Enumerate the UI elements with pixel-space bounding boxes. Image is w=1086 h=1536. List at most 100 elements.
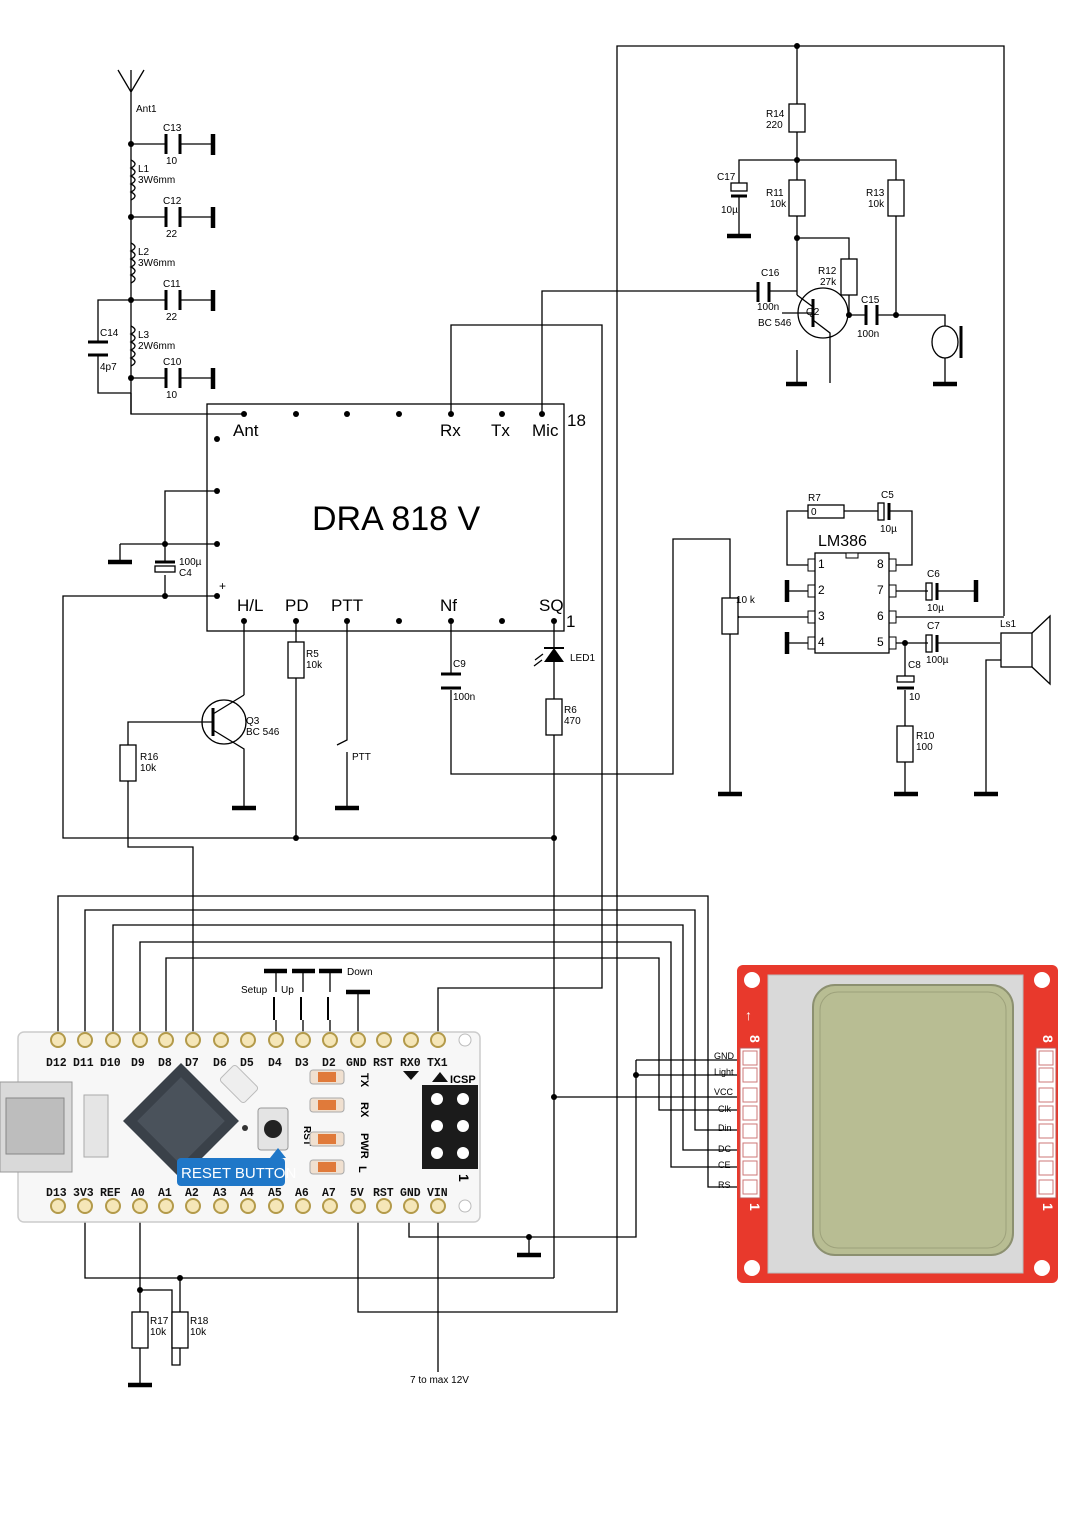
c14-value: 4p7 — [100, 362, 117, 373]
l1-value: 3W6mm — [138, 175, 175, 186]
lcd-glass — [812, 984, 1014, 1256]
nano-pin-d3: D3 — [295, 1057, 309, 1070]
lcd-pin-clk: Clk — [718, 1104, 731, 1114]
lcd-right-pads — [1038, 1050, 1054, 1195]
button-up-label: Up — [281, 985, 294, 996]
r13-ref: R13 — [866, 188, 885, 199]
ptt-label: PTT — [352, 752, 371, 763]
l2-value: 3W6mm — [138, 258, 175, 269]
q3-ref: Q3 — [246, 716, 260, 727]
nano-pin-d7: D7 — [185, 1057, 199, 1070]
pin-mic: Mic — [532, 421, 559, 440]
pin-hl: H/L — [237, 596, 263, 615]
c7-value: 100µ — [926, 655, 949, 666]
dra818v-module: DRA 818 V Ant Rx Tx Mic 18 + H/L PD PTT … — [206, 403, 586, 632]
r10-ref: R10 — [916, 731, 935, 742]
l3-ref: L3 — [138, 330, 150, 341]
lm386-pin-7: 7 — [877, 583, 884, 597]
rst-silk: RST — [301, 1126, 312, 1146]
lcd-pin-din: Din — [718, 1123, 732, 1133]
button-down-label: Down — [347, 967, 373, 978]
r16-ref: R16 — [140, 752, 159, 763]
ls1-ref: Ls1 — [1000, 619, 1017, 630]
nano-pin-rx0: RX0 — [400, 1057, 421, 1070]
nano-mcu-chip — [123, 1063, 239, 1179]
nano-pin-a1: A1 — [158, 1187, 172, 1200]
lcd-num-1-left: 1 — [747, 1203, 763, 1211]
lcd-pin-light: Light — [714, 1067, 734, 1077]
pin-18: 18 — [567, 411, 586, 430]
mic-preamp: R14 220 C17 10µ R11 10k R13 10k R12 27k … — [541, 43, 1005, 616]
antenna-filter: Ant1 C13 10 L1 3W6mm C12 22 L2 3W6mm C11… — [88, 69, 244, 415]
c10-value: 10 — [166, 390, 178, 401]
c7-ref: C7 — [927, 621, 940, 632]
nano-pin-d2: D2 — [322, 1057, 336, 1070]
lcd-pin-rs: RS — [718, 1180, 731, 1190]
c17-value: 10µ — [721, 205, 738, 216]
nano-pin-a2: A2 — [185, 1187, 199, 1200]
module-name: DRA 818 V — [312, 500, 481, 538]
nano-pin-d12: D12 — [46, 1057, 67, 1070]
icsp-header — [422, 1085, 478, 1169]
r12-ref: R12 — [818, 266, 837, 277]
control-lines: Q3 BC 546 R16 10k R5 10k PTT LED1 R6 470 — [119, 621, 595, 1278]
speaker-icon — [1000, 632, 1033, 668]
pin-sq: SQ — [539, 596, 564, 615]
c11-value: 22 — [166, 312, 178, 323]
lm386-pin-8: 8 — [877, 557, 884, 571]
nano-pin-d5: D5 — [240, 1057, 254, 1070]
r5-ref: R5 — [306, 649, 319, 660]
r14-ref: R14 — [766, 109, 785, 120]
c13-ref: C13 — [163, 123, 182, 134]
c14-ref: C14 — [100, 328, 119, 339]
l3-coil — [129, 325, 136, 367]
c5-value: 10µ — [880, 524, 897, 535]
nano-pin-d11: D11 — [73, 1057, 94, 1070]
nano-pin-d10: D10 — [100, 1057, 121, 1070]
r11-ref: R11 — [766, 188, 784, 199]
nano-status-leds — [309, 1069, 345, 1175]
nano-pin-5v: 5V — [350, 1187, 364, 1200]
reset-badge-label: RESET BUTTON — [181, 1165, 296, 1182]
c11-ref: C11 — [163, 279, 181, 290]
nano-top-header — [50, 1032, 446, 1048]
q3-value: BC 546 — [246, 727, 280, 738]
c16-ref: C16 — [761, 268, 780, 279]
c12-value: 22 — [166, 229, 178, 240]
microphone-icon — [931, 325, 959, 359]
led1-ref: LED1 — [570, 653, 595, 664]
c6-value: 10µ — [927, 603, 944, 614]
nano-pin-d9: D9 — [131, 1057, 145, 1070]
button-setup-label: Setup — [241, 985, 268, 996]
lm386-pin-3: 3 — [818, 609, 825, 623]
nano-pin-a3: A3 — [213, 1187, 227, 1200]
lm386-pin-6: 6 — [877, 609, 884, 623]
pin-tx: Tx — [491, 421, 510, 440]
c15-ref: C15 — [861, 295, 880, 306]
c4-value: 100µ — [179, 557, 202, 568]
r17-value: 10k — [150, 1327, 167, 1338]
r10-value: 100 — [916, 742, 933, 753]
c9-ref: C9 — [453, 659, 466, 670]
c17-ref: C17 — [717, 172, 736, 183]
reset-button-cap[interactable] — [264, 1120, 282, 1138]
c9-value: 100n — [453, 692, 475, 703]
c10-ref: C10 — [163, 357, 182, 368]
q2-ref: Q2 — [806, 307, 820, 318]
c15-value: 100n — [857, 329, 879, 340]
nano-pin-vin: VIN — [427, 1187, 448, 1200]
c8-value: 10 — [909, 692, 921, 703]
pin-rx: Rx — [440, 421, 461, 440]
lcd-num-1-right: 1 — [1040, 1203, 1056, 1211]
r17-ref: R17 — [150, 1316, 169, 1327]
lcd-num-8-left: 8 — [747, 1035, 763, 1043]
r7-value: 0 — [811, 507, 817, 518]
led-label-l: L — [356, 1166, 368, 1173]
l2-ref: L2 — [138, 247, 150, 258]
r16-value: 10k — [140, 763, 157, 774]
antenna-label: Ant1 — [136, 104, 157, 115]
pin-1: 1 — [566, 612, 575, 631]
nano-bottom-header — [50, 1198, 446, 1214]
lcd-bus: R17 10k R18 10k 7 to max 12V — [57, 414, 744, 1388]
